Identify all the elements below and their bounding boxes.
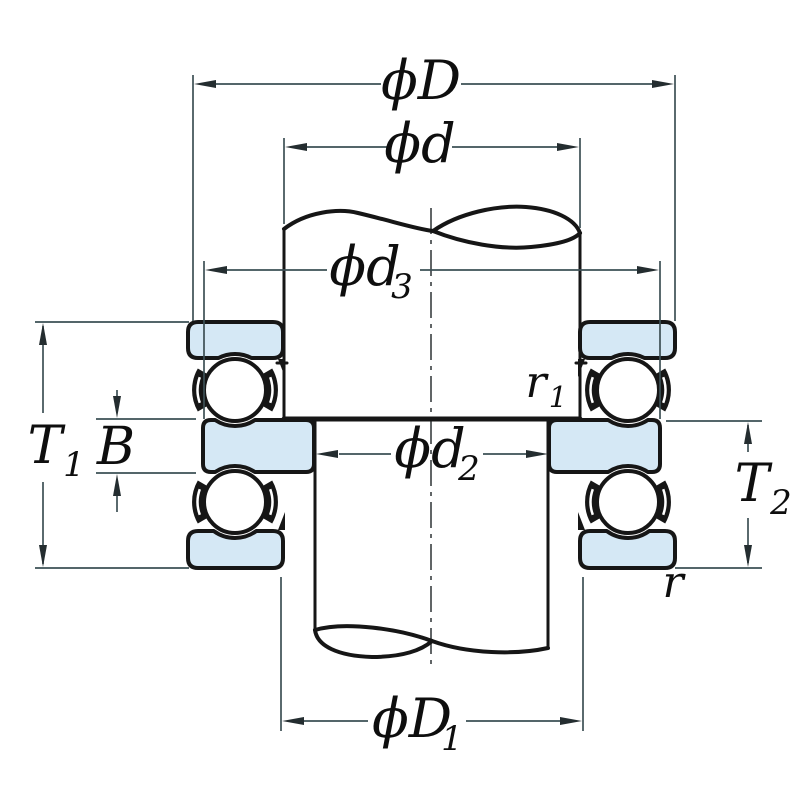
dim-label-B: B bbox=[96, 417, 135, 477]
dim-label-T2: T bbox=[735, 454, 773, 514]
shaft-washer-middle-right bbox=[547, 418, 662, 474]
shaft-washer-middle-left bbox=[201, 418, 316, 474]
housing-washer-top-left bbox=[186, 320, 285, 360]
dim-label-phi-D1: ϕD bbox=[372, 687, 452, 750]
dim-label-phi-D1-sub: 1 bbox=[441, 719, 463, 759]
dim-label-phi-d: ϕd bbox=[384, 112, 455, 175]
dim-label-r1: r bbox=[525, 357, 549, 408]
shaft-break-top-loop-lower bbox=[431, 229, 582, 250]
shaft-break-bottom bbox=[430, 639, 550, 655]
housing-washer-top-right bbox=[578, 320, 677, 360]
dimension-labels: ϕD ϕd ϕd 3 ϕd 2 ϕD 1 T 1 B T 2 r 1 r bbox=[28, 49, 792, 759]
dim-label-T1: T bbox=[28, 416, 66, 476]
shaft-break-bottom-loop-upper bbox=[313, 624, 434, 643]
housing-washer-bottom-left bbox=[186, 529, 285, 570]
ball-lower-left bbox=[190, 469, 280, 535]
dim-label-r: r bbox=[662, 557, 686, 608]
dim-label-r1-sub: 1 bbox=[549, 380, 567, 414]
dim-phi-d bbox=[283, 138, 581, 228]
dim-phi-d2 bbox=[316, 450, 548, 458]
dim-label-phi-d2: ϕd bbox=[394, 417, 465, 480]
raceway-shoulders bbox=[275, 359, 588, 530]
dim-label-T2-sub: 2 bbox=[769, 483, 792, 523]
dim-B bbox=[96, 390, 196, 512]
dim-label-phi-d3: ϕd bbox=[329, 235, 400, 298]
shaft-break-top bbox=[282, 209, 435, 233]
shaft-break-top-loop-upper bbox=[431, 204, 582, 235]
ball-upper-left bbox=[190, 357, 280, 423]
dim-label-phi-d2-sub: 2 bbox=[457, 449, 480, 489]
dim-phi-d3 bbox=[203, 261, 661, 419]
housing-washer-bottom-right bbox=[578, 529, 677, 570]
dim-phi-D1 bbox=[280, 577, 584, 731]
ball-lower-right bbox=[583, 469, 673, 535]
dim-phi-D bbox=[192, 75, 676, 321]
bearing-washers bbox=[186, 320, 677, 570]
ball-upper-right bbox=[583, 357, 673, 423]
dim-label-phi-d3-sub: 3 bbox=[391, 267, 413, 307]
shaft bbox=[281, 204, 583, 660]
dim-label-phi-D: ϕD bbox=[381, 49, 461, 112]
dim-T1 bbox=[35, 321, 189, 569]
dim-label-T1-sub: 1 bbox=[63, 445, 85, 485]
shaft-break-bottom-loop-lower bbox=[313, 628, 434, 660]
dim-T2 bbox=[666, 420, 762, 569]
